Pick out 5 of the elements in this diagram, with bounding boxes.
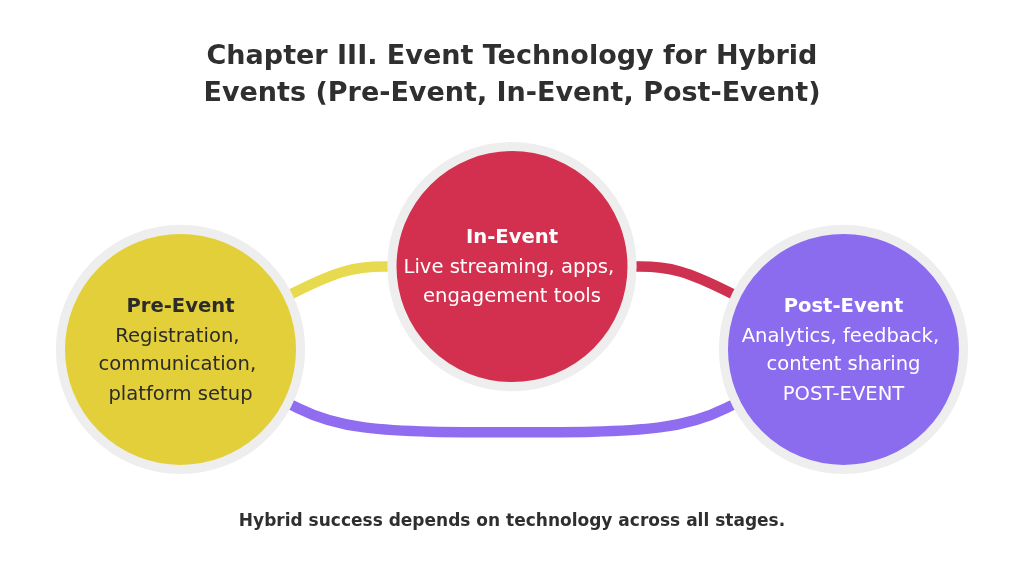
node-circle: In-Event Live streaming, apps, engagement tools <box>387 141 637 392</box>
caption: Hybrid success depends on technology across all stages. <box>238 509 786 532</box>
node-circle: Post-Event Analytics, feedback, content sharing POST-EVENT <box>718 224 969 475</box>
title: Chapter III. Event Technology for Hybrid Events (Pre-Event, In-Event, Post-Event) <box>202 38 822 109</box>
node-circle: Pre-Event Registration, communication, platform setup <box>55 224 306 475</box>
